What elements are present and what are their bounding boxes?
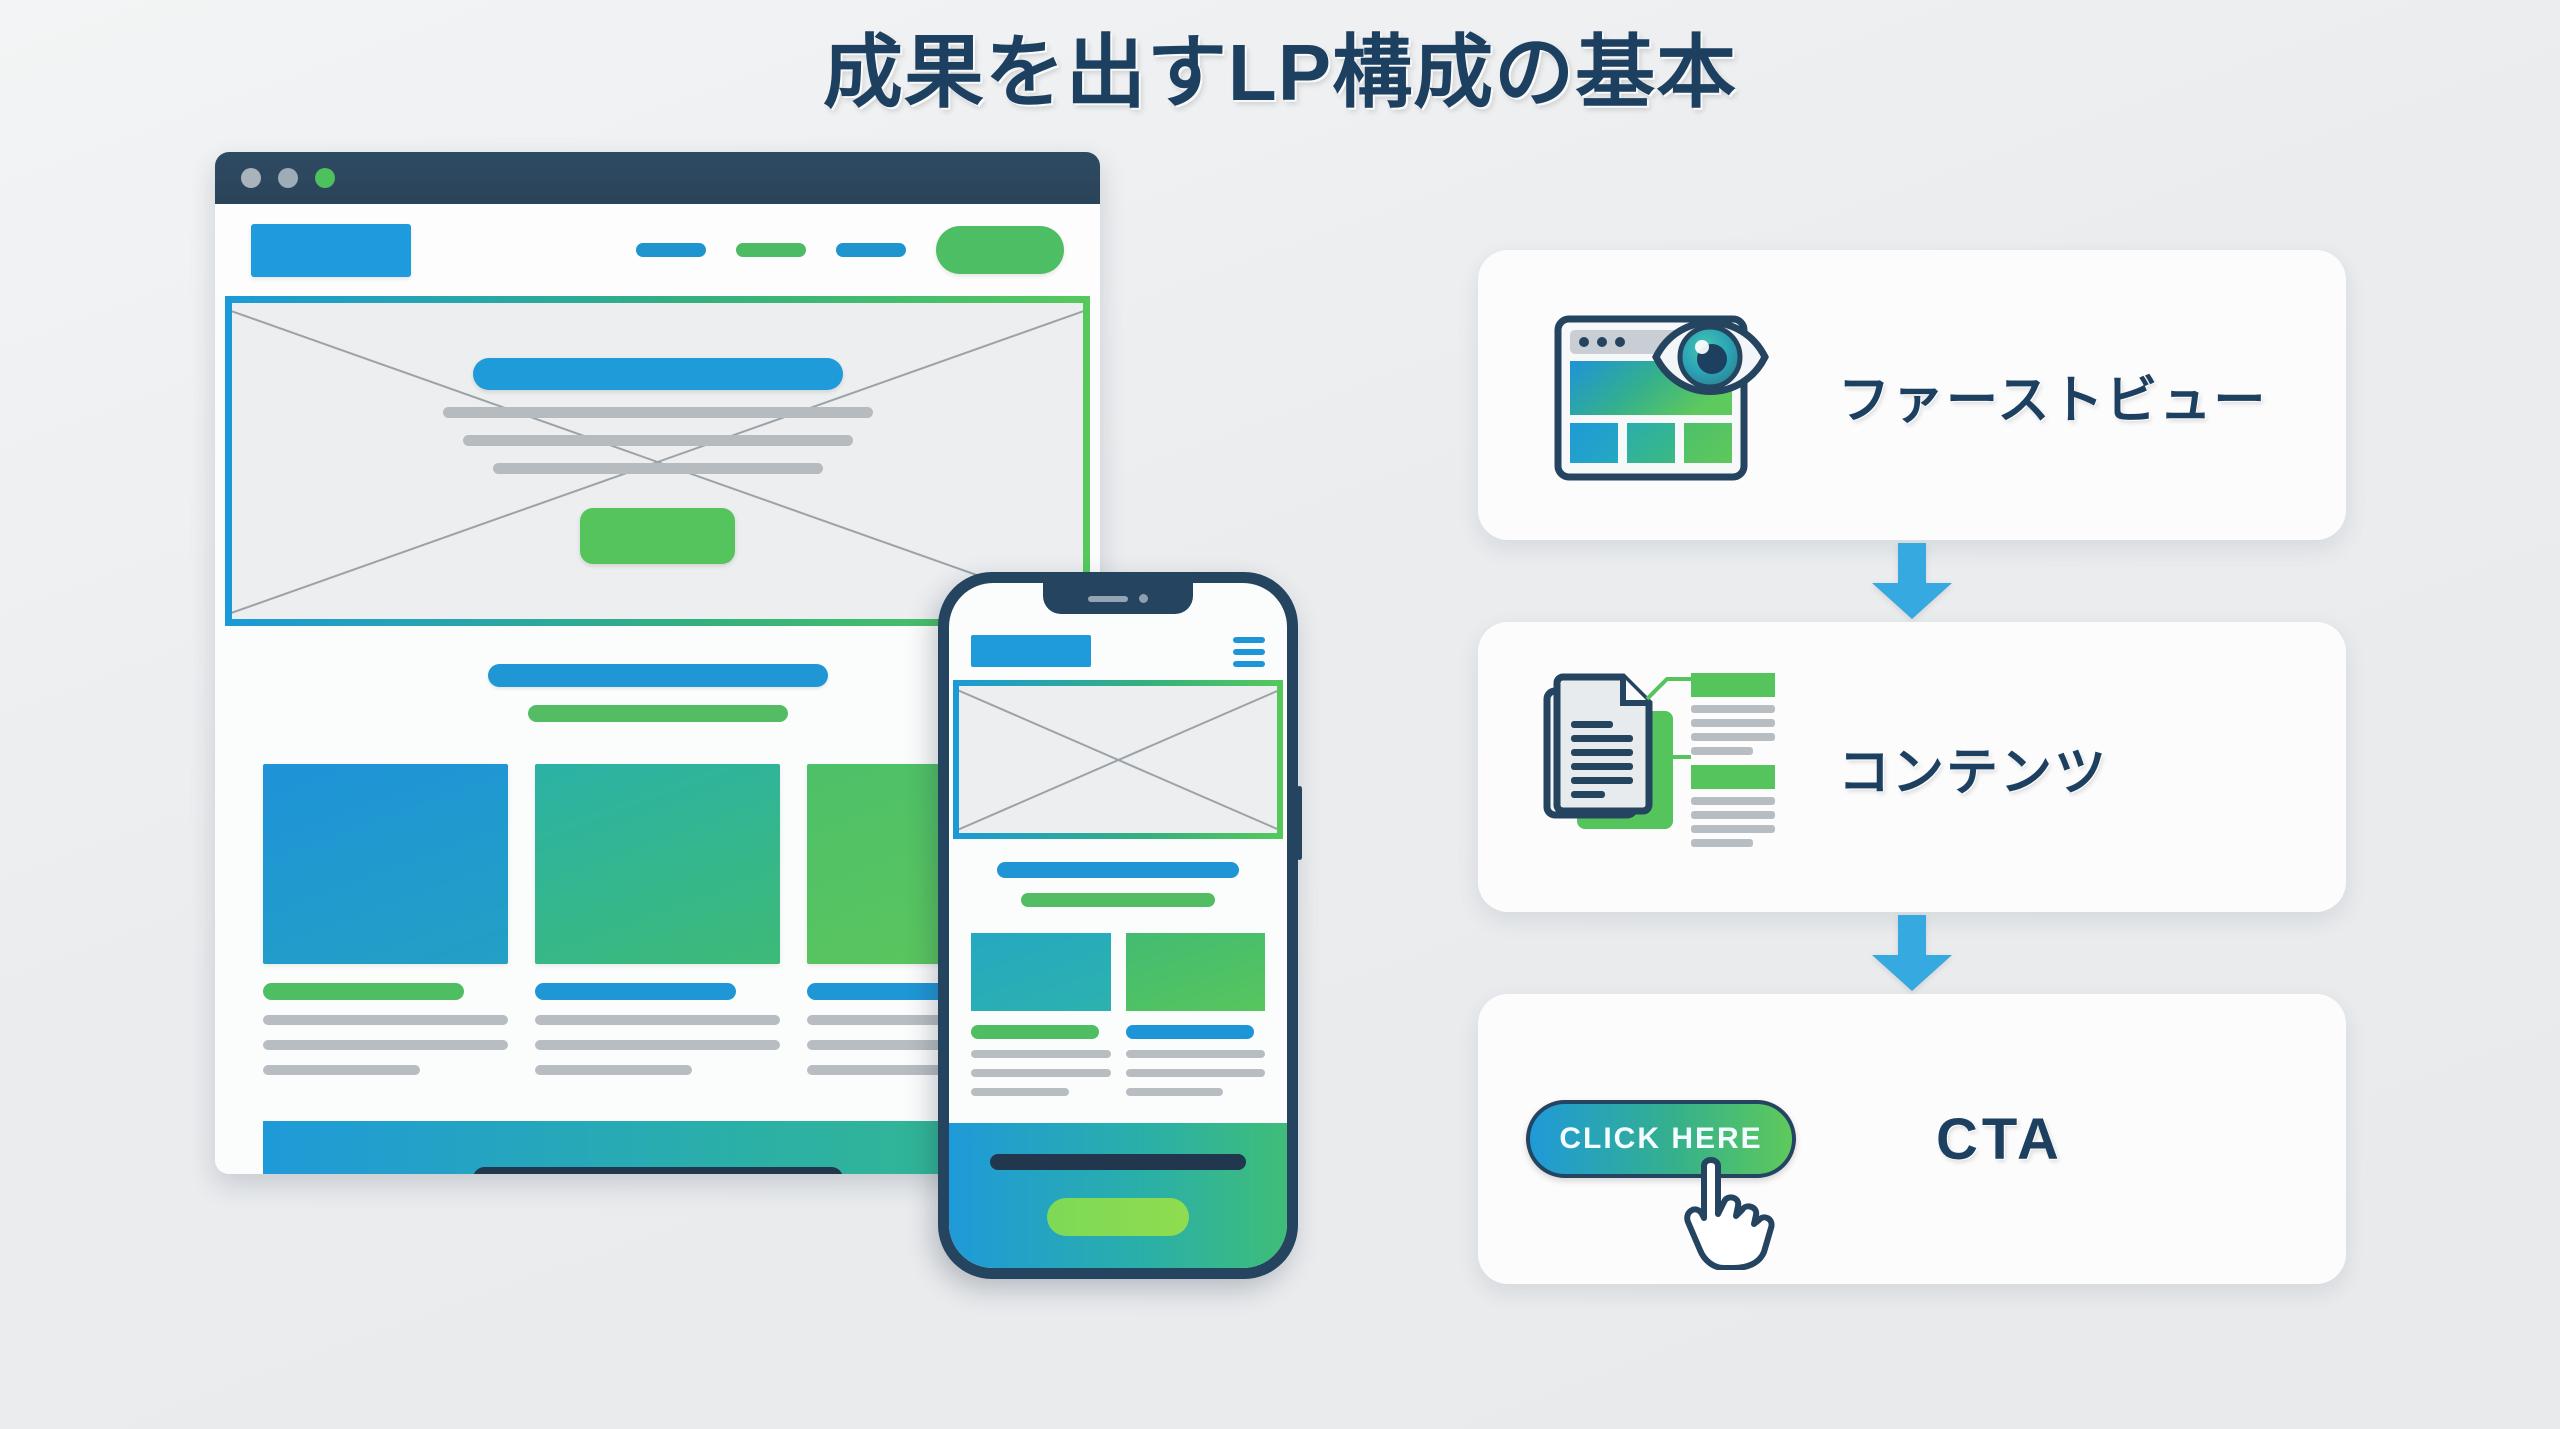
cursor-hand-icon (1684, 1157, 1775, 1270)
mobile-content-card (971, 932, 1111, 1096)
section-title-bar (487, 664, 828, 687)
phone-screen (949, 583, 1287, 1268)
card-text-line (263, 1015, 508, 1025)
card-image-placeholder (1125, 932, 1265, 1011)
nav-link-2[interactable] (736, 243, 806, 257)
card-label-bar (971, 1024, 1100, 1039)
arrow-down-icon (1478, 912, 2346, 994)
mobile-cards-row (971, 932, 1265, 1096)
content-card (263, 764, 508, 1075)
hero-text-line (462, 435, 853, 446)
card-text-line (807, 1065, 964, 1075)
card-image-placeholder (263, 764, 508, 964)
mobile-bottom-cta-band (949, 1122, 1287, 1268)
window-dot-maximize-icon (315, 168, 335, 188)
hero-cta-button[interactable] (580, 508, 735, 564)
hero-image-placeholder (232, 303, 1083, 619)
phone-notch (1043, 583, 1193, 614)
arrow-down-icon (1478, 540, 2346, 622)
navbar-cta-button[interactable] (936, 226, 1064, 274)
mobile-subheadline-bar (1020, 892, 1216, 907)
window-dot-minimize-icon (278, 168, 298, 188)
page-title: 成果を出すLP構成の基本 (822, 28, 1738, 117)
card-label-bar (1125, 1024, 1254, 1039)
browser-eye-icon (1526, 297, 1796, 493)
hero-section-wrapper (215, 296, 1100, 626)
hamburger-line (1233, 636, 1265, 643)
card-text-line (971, 1049, 1111, 1058)
hamburger-menu-icon[interactable] (1233, 636, 1265, 667)
card-text-line (971, 1087, 1069, 1096)
band-headline-bar (472, 1166, 843, 1174)
click-here-button[interactable]: CLICK HERE (1526, 1100, 1796, 1270)
mobile-headline-bar (997, 861, 1239, 878)
card-text-line (263, 1065, 420, 1075)
documents-icon (1526, 669, 1796, 865)
phone-speaker-icon (1088, 595, 1128, 602)
lp-structure-flow: ファーストビュー (1478, 250, 2346, 1284)
card-text-line (1125, 1068, 1265, 1077)
card-text-line (535, 1040, 780, 1050)
flow-step-cta[interactable]: CLICK HERE CTA (1478, 994, 2346, 1284)
card-text-line (807, 1015, 1052, 1025)
navbar-links (636, 226, 1064, 274)
mobile-navbar (949, 583, 1287, 680)
nav-link-1[interactable] (636, 243, 706, 257)
flow-step-first-view[interactable]: ファーストビュー (1478, 250, 2346, 540)
content-cards-row (263, 764, 1052, 1075)
phone-side-button (1297, 786, 1302, 860)
card-image-placeholder (535, 764, 780, 964)
nav-link-3[interactable] (836, 243, 906, 257)
section-subtitle-bar (527, 705, 788, 722)
content-card (535, 764, 780, 1075)
hamburger-line (1233, 648, 1265, 655)
mobile-content-card (1125, 932, 1265, 1096)
hero-headline-bar (472, 358, 843, 390)
card-text-line (535, 1065, 692, 1075)
flow-step-label: コンテンツ (1838, 743, 2109, 802)
browser-titlebar (215, 152, 1100, 204)
phone-camera-icon (1139, 594, 1148, 603)
mobile-content-section (949, 839, 1287, 1096)
site-logo-block (251, 223, 411, 277)
mobile-hero-section (953, 679, 1283, 839)
card-text-line (971, 1068, 1111, 1077)
bottom-cta-band (263, 1121, 1052, 1174)
card-text-line (1125, 1087, 1224, 1096)
mobile-hero-image-placeholder (959, 685, 1277, 833)
flow-step-label: ファーストビュー (1838, 371, 2268, 430)
card-label-bar (263, 983, 464, 1000)
card-text-line (535, 1015, 780, 1025)
mobile-phone-mockup (938, 572, 1302, 1279)
click-button-cursor-icon: CLICK HERE (1526, 1100, 1796, 1270)
hero-section (225, 296, 1090, 626)
flow-step-contents[interactable]: コンテンツ (1478, 622, 2346, 912)
band-cta-button[interactable] (1047, 1198, 1189, 1237)
card-text-line (263, 1040, 508, 1050)
card-label-bar (535, 983, 736, 1000)
click-here-button-label: CLICK HERE (1559, 1122, 1763, 1155)
site-navbar (215, 204, 1100, 296)
card-text-line (1125, 1049, 1265, 1058)
mobile-logo-block (971, 634, 1091, 667)
hero-text-line (492, 463, 823, 474)
hamburger-line (1233, 660, 1265, 667)
card-text-line (807, 1040, 1052, 1050)
flow-step-label: CTA (1936, 1106, 2063, 1172)
band-headline-bar (989, 1154, 1247, 1171)
hero-text-line (442, 407, 873, 418)
card-image-placeholder (971, 932, 1111, 1011)
window-dot-close-icon (241, 168, 261, 188)
